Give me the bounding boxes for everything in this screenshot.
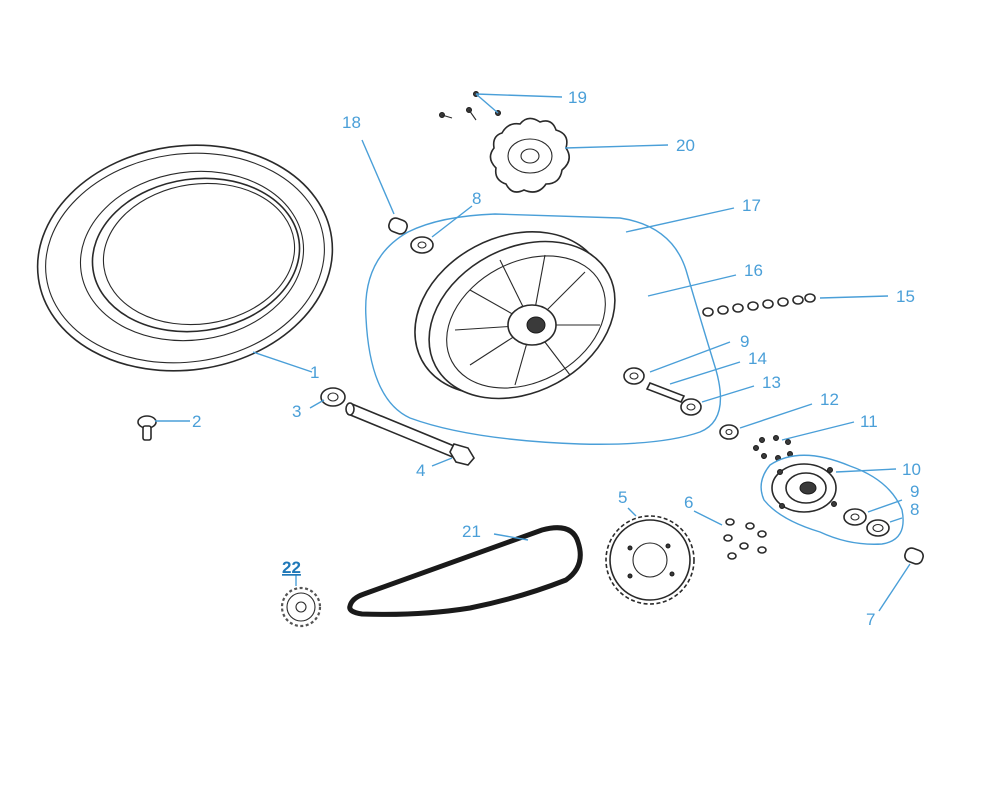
part-oil-seal-8-right[interactable] bbox=[866, 519, 890, 537]
part-collar-12[interactable] bbox=[719, 424, 739, 440]
callout-13[interactable]: 13 bbox=[762, 373, 781, 392]
part-valve[interactable] bbox=[137, 415, 157, 441]
part-dampers[interactable] bbox=[702, 293, 816, 317]
part-collar-18[interactable] bbox=[387, 216, 409, 235]
callout-18[interactable]: 18 bbox=[342, 113, 361, 132]
callout-8-left[interactable]: 8 bbox=[472, 189, 481, 208]
callout-14[interactable]: 14 bbox=[748, 349, 767, 368]
callout-12[interactable]: 12 bbox=[820, 390, 839, 409]
part-disc-bolts[interactable] bbox=[439, 91, 501, 121]
callout-1[interactable]: 1 bbox=[310, 363, 319, 382]
part-bearing-8-left[interactable] bbox=[410, 236, 434, 254]
callout-8-right[interactable]: 8 bbox=[910, 500, 919, 519]
part-axle[interactable] bbox=[345, 402, 475, 466]
leader-lines bbox=[155, 93, 911, 612]
callout-20[interactable]: 20 bbox=[676, 136, 695, 155]
part-brake-disc[interactable] bbox=[489, 117, 570, 193]
wheel-assembly-group-outline bbox=[364, 213, 722, 445]
part-front-sprocket[interactable] bbox=[280, 586, 322, 628]
callout-16[interactable]: 16 bbox=[744, 261, 763, 280]
part-wheel-rim[interactable] bbox=[386, 200, 642, 430]
callout-3[interactable]: 3 bbox=[292, 402, 301, 421]
callout-15[interactable]: 15 bbox=[896, 287, 915, 306]
part-sprocket-hub[interactable] bbox=[771, 463, 837, 513]
part-rear-sprocket[interactable] bbox=[605, 515, 695, 605]
part-bearing-9-upper[interactable] bbox=[623, 367, 645, 385]
callout-11[interactable]: 11 bbox=[860, 412, 878, 431]
part-tire[interactable] bbox=[23, 126, 347, 389]
part-bearing-13[interactable] bbox=[680, 398, 702, 416]
callout-6[interactable]: 6 bbox=[684, 493, 693, 512]
callout-9-upper[interactable]: 9 bbox=[740, 332, 749, 351]
callout-17[interactable]: 17 bbox=[742, 196, 761, 215]
callout-22[interactable]: 22 bbox=[282, 558, 301, 577]
part-drive-chain[interactable] bbox=[347, 525, 583, 617]
callout-19[interactable]: 19 bbox=[568, 88, 587, 107]
part-sprocket-bolts[interactable] bbox=[723, 518, 767, 560]
part-spacer-3[interactable] bbox=[320, 387, 346, 407]
callout-2[interactable]: 2 bbox=[192, 412, 201, 431]
callout-21[interactable]: 21 bbox=[462, 522, 481, 541]
callout-10[interactable]: 10 bbox=[902, 460, 921, 479]
part-bearing-9-lower[interactable] bbox=[843, 508, 867, 526]
hub-assembly-group-outline bbox=[760, 454, 904, 545]
callout-9-lower[interactable]: 9 bbox=[910, 482, 919, 501]
callout-labels: 1 2 3 4 5 6 7 8 9 10 11 12 13 14 9 15 16… bbox=[192, 88, 921, 629]
callout-4[interactable]: 4 bbox=[416, 461, 425, 480]
part-collar-7[interactable] bbox=[903, 546, 925, 565]
callout-7[interactable]: 7 bbox=[866, 610, 875, 629]
part-distance-tube[interactable] bbox=[645, 381, 686, 404]
callout-5[interactable]: 5 bbox=[618, 488, 627, 507]
